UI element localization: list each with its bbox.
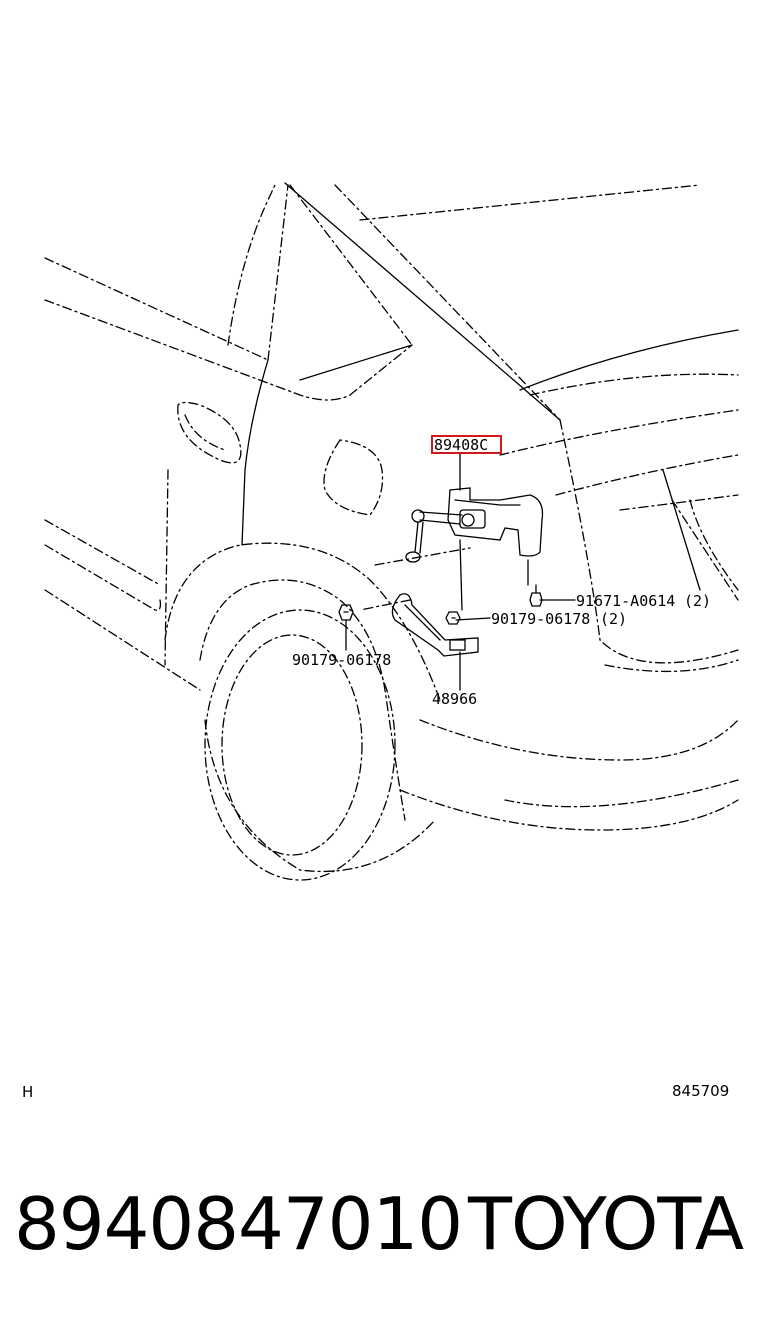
leader-lines xyxy=(345,453,701,691)
wheel-icon xyxy=(164,542,441,881)
body-outline xyxy=(241,182,739,546)
nut-icon xyxy=(338,604,354,621)
nut-right-icon xyxy=(445,611,461,625)
fuel-door-icon xyxy=(323,439,384,516)
leveling-sensor-icon xyxy=(405,487,544,586)
callout-90179-06178-right: 90179-06178 xyxy=(491,610,590,628)
window-frame xyxy=(44,184,701,421)
callout-90179-qty: (2) xyxy=(600,610,627,628)
callout-48966: 48966 xyxy=(432,690,477,708)
callout-91671-qty: (2) xyxy=(684,592,711,610)
highlight-box xyxy=(431,435,502,454)
callout-90179-06178-left: 90179-06178 xyxy=(292,651,391,669)
door-handle-icon xyxy=(177,401,242,464)
bumper-lines xyxy=(359,373,739,831)
bracket-icon xyxy=(391,593,479,657)
corner-code-right: 845709 xyxy=(672,1082,730,1100)
callout-89408c: 89408C xyxy=(434,436,488,454)
brand-name: TOYOTA xyxy=(468,1182,744,1266)
bolt-icon xyxy=(529,584,543,607)
part-number: 8940847010 xyxy=(14,1182,463,1266)
callout-91671-a0614: 91671-A0614 xyxy=(576,592,675,610)
door-lines xyxy=(44,469,201,691)
corner-code-left: H xyxy=(22,1083,34,1101)
